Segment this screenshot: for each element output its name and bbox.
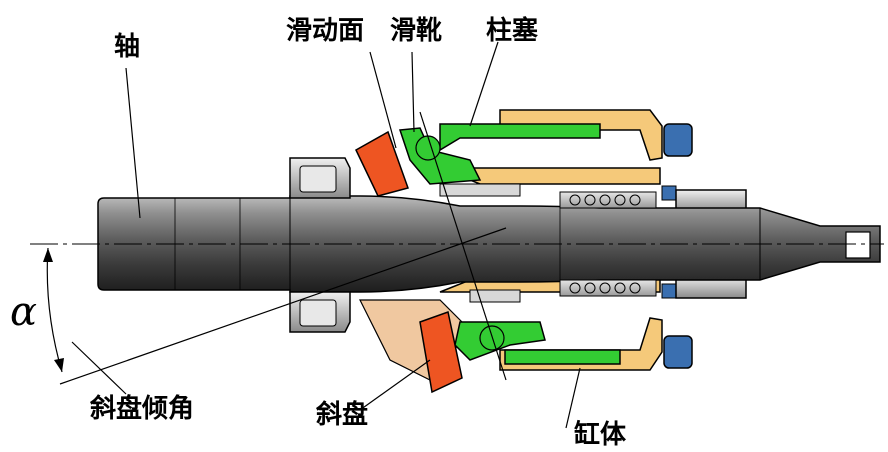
- swashplate-axis-line: [419, 111, 507, 381]
- alpha-arc: [46, 247, 63, 373]
- swashplate-top: [355, 130, 409, 197]
- alpha-arrow-bottom: [54, 358, 64, 372]
- plunger-bottom: [454, 289, 621, 365]
- seal-bottom-inner: [661, 283, 677, 299]
- label-shaft: 轴: [114, 32, 141, 62]
- spring-top: [559, 191, 657, 209]
- label-plunger: 柱塞: [486, 16, 539, 46]
- seal-top-right: [663, 123, 693, 157]
- swashplate-plane-line: [59, 227, 507, 385]
- label-slipper: 滑靴: [390, 16, 443, 46]
- seal-top-inner: [661, 185, 677, 201]
- seal-bottom-right: [663, 335, 693, 369]
- shaft: [97, 195, 881, 293]
- label-swashplate: 斜盘: [316, 400, 369, 430]
- spring-bottom: [559, 279, 657, 297]
- label-alpha: α: [10, 289, 38, 335]
- front-bearing: [289, 157, 351, 333]
- label-swashplate-angle: 斜盘倾角: [90, 394, 195, 424]
- label-sliding-surface: 滑动面: [286, 16, 365, 46]
- label-cylinder-block: 缸体: [574, 420, 627, 450]
- swashplate-bottom: [419, 311, 463, 394]
- alpha-arrow-top: [43, 248, 53, 262]
- leader-lines: [71, 41, 581, 429]
- plunger-top: [398, 123, 601, 197]
